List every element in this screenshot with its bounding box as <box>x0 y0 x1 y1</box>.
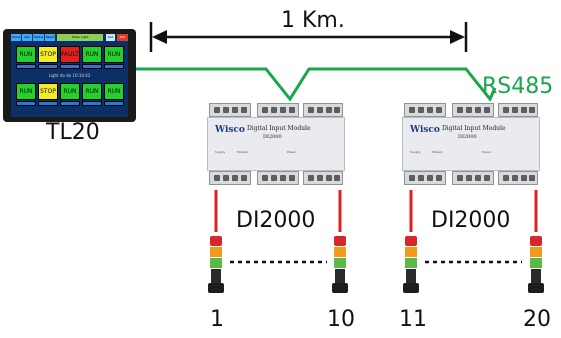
module-1-label: DI2000 <box>236 208 316 233</box>
tower-number-20: 20 <box>523 307 551 332</box>
distance-arrowhead-right <box>450 30 465 44</box>
module-brand-logo: Wisco <box>215 125 245 135</box>
tower-amber-lamp <box>334 247 346 257</box>
module-code: DI2000 <box>458 134 477 140</box>
hmi-tab-home[interactable]: Home <box>11 34 21 41</box>
terminal-block-top-mid <box>452 103 494 117</box>
module-supply-label: Supply <box>215 150 226 154</box>
tower-number-1: 1 <box>210 307 224 332</box>
terminal-block-top-mid <box>257 103 299 117</box>
hmi-button-caption <box>82 101 102 106</box>
terminal-block-bottom-left <box>209 171 251 185</box>
terminal-block-bottom-right <box>303 171 343 185</box>
tower-pole <box>406 269 416 283</box>
hmi-button-caption <box>60 64 80 69</box>
tower-green-lamp <box>530 258 542 268</box>
tower-green-lamp <box>210 258 222 268</box>
hmi-button-caption <box>60 101 80 106</box>
hmi-tab-reset[interactable]: Reset <box>45 34 55 41</box>
hmi-clock: Light do do 10:10:42 <box>48 73 91 78</box>
hmi-button-8[interactable]: RUN <box>60 83 80 100</box>
terminal-block-bottom-left <box>404 171 446 185</box>
terminal-block-top-left <box>209 103 251 117</box>
tower-red-lamp <box>530 236 542 246</box>
hmi-button-caption <box>104 101 124 106</box>
hmi-button-caption <box>16 101 36 106</box>
module-power-label: Power <box>482 150 492 154</box>
terminal-block-top-right <box>303 103 343 117</box>
tower-base <box>208 283 224 293</box>
terminal-block-bottom-mid <box>257 171 299 185</box>
tower-pole <box>211 269 221 283</box>
tower-light-1 <box>208 236 224 293</box>
distance-arrow <box>149 22 468 52</box>
di2000-module-1: Wisco Digital Input Module DI2000 Supply… <box>207 101 345 187</box>
terminal-block-bottom-right <box>498 171 538 185</box>
hmi-button-5[interactable]: RUN <box>104 46 124 63</box>
tower-red-lamp <box>334 236 346 246</box>
tower-base <box>332 283 348 293</box>
module-supply-label: Supply <box>410 150 421 154</box>
tower-number-10: 10 <box>327 307 355 332</box>
module-code: DI2000 <box>263 134 282 140</box>
module-modem-label: Modem <box>237 150 249 154</box>
distance-label: 1 Km. <box>281 8 345 33</box>
hmi-title: Tower Light <box>57 34 103 41</box>
module-brand-logo: Wisco <box>410 125 440 135</box>
hmi-top-bar: Home Lam Status Reset Tower Light Set Ex… <box>11 34 128 41</box>
tower-red-lamp <box>210 236 222 246</box>
tower-green-lamp <box>405 258 417 268</box>
tower-light-11 <box>403 236 419 293</box>
module-power-label: Power <box>287 150 297 154</box>
tower-base <box>403 283 419 293</box>
tower-amber-lamp <box>530 247 542 257</box>
hmi-panel-tl20: Home Lam Status Reset Tower Light Set Ex… <box>3 29 136 122</box>
hmi-screen: Home Lam Status Reset Tower Light Set Ex… <box>11 34 128 117</box>
module-title: Digital Input Module <box>442 125 506 132</box>
hmi-button-caption <box>38 64 58 69</box>
rs485-bus-line <box>136 67 497 102</box>
hmi-label: TL20 <box>46 120 100 145</box>
hmi-tab-lam[interactable]: Lam <box>22 34 32 41</box>
rs485-label: RS485 <box>482 74 554 99</box>
module-modem-label: Modem <box>432 150 444 154</box>
tower-pole <box>531 269 541 283</box>
tower-green-lamp <box>334 258 346 268</box>
di2000-module-2: Wisco Digital Input Module DI2000 Supply… <box>402 101 540 187</box>
distance-arrowhead-left <box>152 30 167 44</box>
module-title: Digital Input Module <box>247 125 311 132</box>
tower-base <box>528 283 544 293</box>
hmi-exit-button[interactable]: Exit <box>117 34 128 41</box>
hmi-button-7[interactable]: STOP <box>38 83 58 100</box>
terminal-block-top-right <box>498 103 538 117</box>
tower-red-lamp <box>405 236 417 246</box>
hmi-button-1[interactable]: RUN <box>16 46 36 63</box>
hmi-button-6[interactable]: RUN <box>16 83 36 100</box>
hmi-button-caption <box>104 64 124 69</box>
hmi-tab-set[interactable]: Set <box>106 34 115 41</box>
hmi-button-2[interactable]: STOP <box>38 46 58 63</box>
module-housing <box>207 117 345 171</box>
tower-light-10 <box>332 236 348 293</box>
tower-amber-lamp <box>405 247 417 257</box>
hmi-button-3[interactable]: FAULT <box>60 46 80 63</box>
hmi-tab-status[interactable]: Status <box>33 34 44 41</box>
tower-pole <box>335 269 345 283</box>
hmi-button-4[interactable]: RUN <box>82 46 102 63</box>
terminal-block-bottom-mid <box>452 171 494 185</box>
hmi-button-10[interactable]: RUN <box>104 83 124 100</box>
hmi-button-caption <box>16 64 36 69</box>
module-2-label: DI2000 <box>431 208 511 233</box>
hmi-button-9[interactable]: RUN <box>82 83 102 100</box>
tower-light-20 <box>528 236 544 293</box>
terminal-block-top-left <box>404 103 446 117</box>
hmi-button-caption <box>38 101 58 106</box>
module-housing <box>402 117 540 171</box>
hmi-button-caption <box>82 64 102 69</box>
tower-number-11: 11 <box>399 307 427 332</box>
tower-amber-lamp <box>210 247 222 257</box>
signal-wires <box>214 190 538 232</box>
